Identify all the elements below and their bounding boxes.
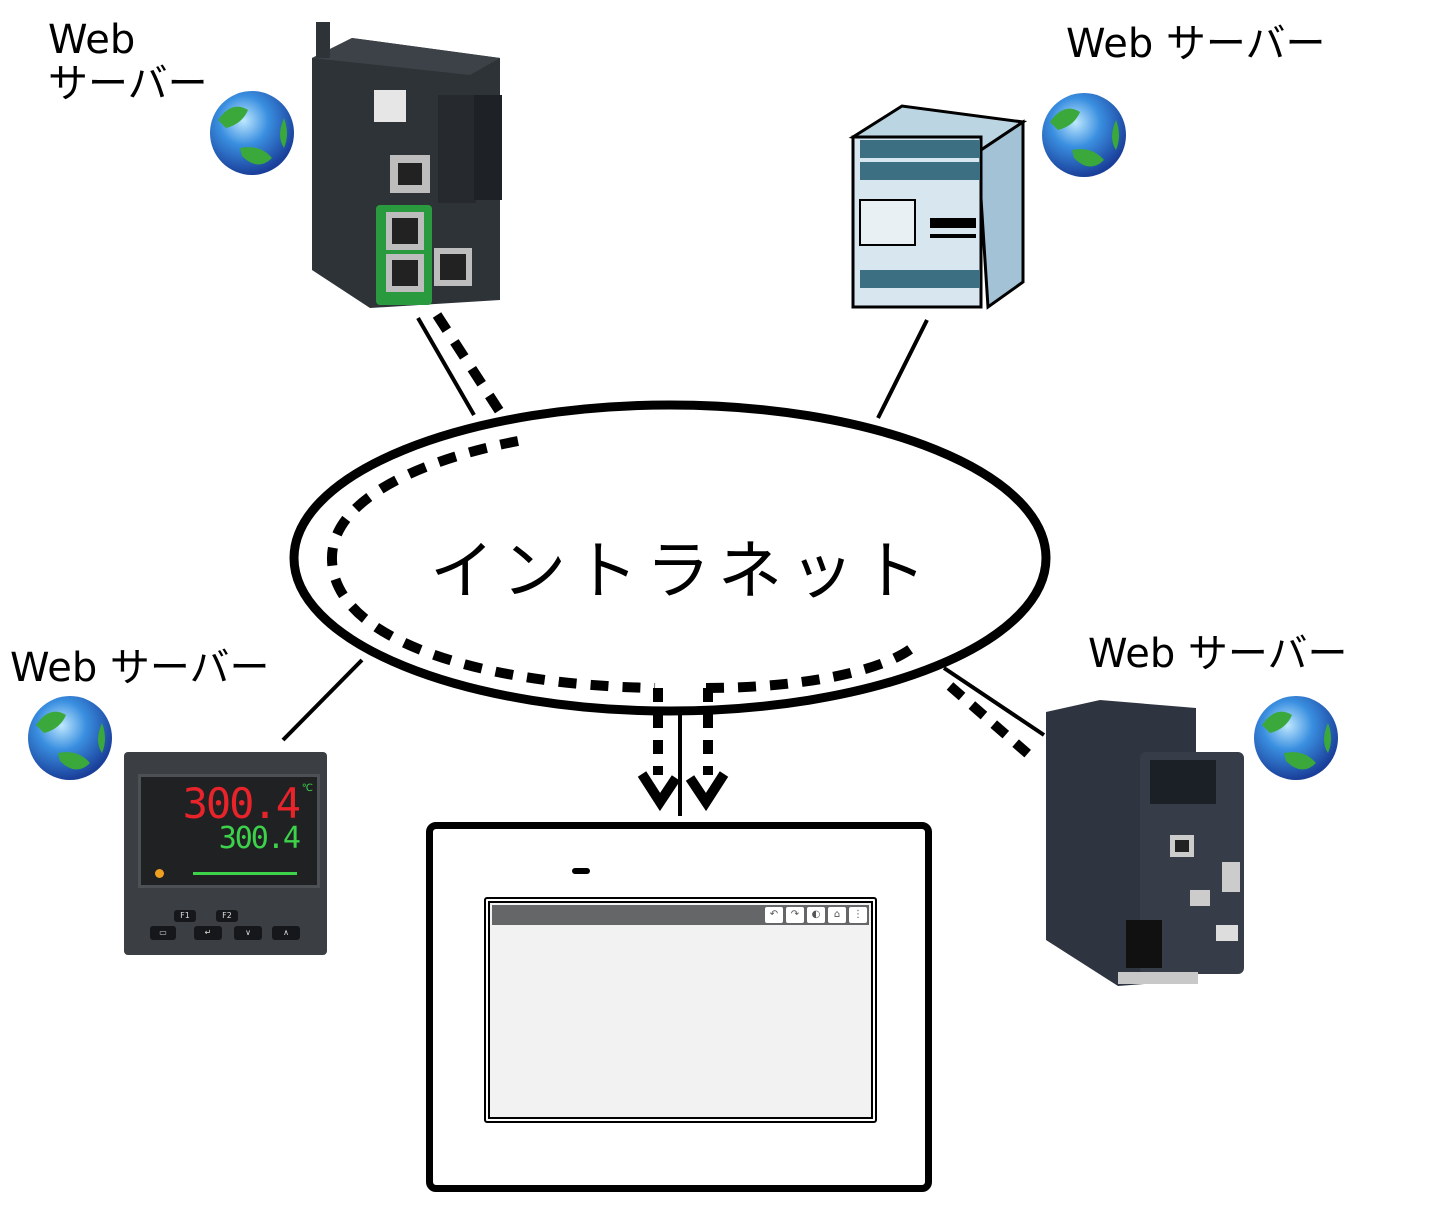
temp-link <box>281 658 364 742</box>
unit-label: ℃ <box>301 783 313 794</box>
arrow-down-icon <box>685 771 729 812</box>
more-icon[interactable]: ⋮ <box>849 907 867 923</box>
status-indicator <box>155 869 164 878</box>
home-icon[interactable]: ⌂ <box>828 907 846 923</box>
enter-key[interactable]: ↵ <box>194 926 222 940</box>
temp-web-server-label: Web サーバー <box>10 645 270 691</box>
hmi-screen: ↶ ↷ ◐ ⌂ ⋮ <box>488 901 873 1119</box>
back-icon[interactable]: ↶ <box>765 907 783 923</box>
drive-dashed-link <box>946 682 1039 764</box>
arrow-down-icon <box>637 771 681 812</box>
process-value: 300.4 <box>182 779 301 828</box>
drive-link <box>942 666 1046 737</box>
label-line-web: Web <box>48 17 136 63</box>
plc-link <box>416 317 476 416</box>
relay-web-server-label: Web サーバー <box>1066 21 1326 67</box>
plc-web-server-label: Web サーバー <box>48 18 208 106</box>
palette-icon[interactable]: ◐ <box>807 907 825 923</box>
controller-display: 300.4 ℃ 300.4 <box>138 774 320 888</box>
plc-controller <box>312 22 502 308</box>
bargraph <box>193 872 297 875</box>
data-flow-path-right <box>705 643 915 693</box>
setpoint-value: 300.4 <box>218 821 301 856</box>
drive-web-server-label: Web サーバー <box>1088 631 1348 677</box>
label-line-server: サーバー <box>48 61 208 107</box>
temperature-controller: 300.4 ℃ 300.4 F1 F2 ▭ ↵ ∨ ∧ <box>124 752 327 955</box>
up-key[interactable]: ∧ <box>272 926 300 940</box>
globe-icon <box>1042 93 1126 177</box>
data-flow-path <box>326 436 656 693</box>
f2-key[interactable]: F2 <box>216 910 238 922</box>
forward-icon[interactable]: ↷ <box>786 907 804 923</box>
intranet-cloud <box>289 400 1051 716</box>
plc-dashed-link <box>432 312 505 415</box>
relay-link <box>876 319 929 419</box>
down-key[interactable]: ∨ <box>234 926 262 940</box>
hmi-toolbar: ↶ ↷ ◐ ⌂ ⋮ <box>492 905 869 925</box>
intranet-label: イントラネット <box>430 535 934 609</box>
f1-key[interactable]: F1 <box>174 910 196 922</box>
page-key[interactable]: ▭ <box>150 926 176 940</box>
globe-icon <box>1254 696 1338 780</box>
globe-icon <box>210 91 294 175</box>
safety-relay-module <box>848 104 1028 310</box>
hmi-sensor <box>572 868 590 874</box>
variable-speed-drive <box>1046 700 1244 986</box>
globe-icon <box>28 696 112 780</box>
